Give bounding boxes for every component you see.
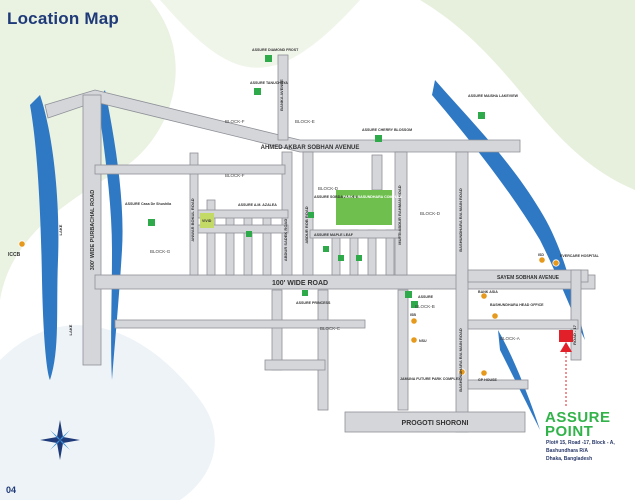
block-label: BLOCK-E bbox=[295, 119, 315, 124]
road-label-abdur-rob: ABDUR ROB ROAD bbox=[304, 206, 309, 243]
vivid-area bbox=[200, 213, 214, 228]
address-line-2: Bashundhara R/A bbox=[546, 448, 588, 454]
landmark-label: ISD bbox=[538, 253, 544, 257]
landmark-label: EVERCARE HOSPITAL bbox=[560, 254, 600, 258]
landmark-label: JAMUNA FUTURE PARK COMPLEX bbox=[400, 377, 461, 381]
road-label-100-wide: 100' WIDE ROAD bbox=[272, 280, 328, 287]
lake-west-2 bbox=[98, 90, 123, 380]
park-area bbox=[336, 190, 392, 225]
landmark-label: ASSURE MAPLE LEAF bbox=[314, 233, 354, 237]
landmark-label: NSU bbox=[419, 339, 427, 343]
landmark-label: ASSURE A.M. AZALEA bbox=[238, 203, 277, 207]
road-label-anwar-bokul: ANWAR BOKUL ROAD bbox=[190, 198, 195, 241]
road-label-abdur-sadek: ABDUR SADEK ROAD bbox=[283, 219, 288, 262]
address-line-1: Plot# 15, Road -17, Block - A, bbox=[546, 440, 615, 446]
lake-label-1: LAKE bbox=[58, 224, 63, 235]
block-label: BLOCK-B bbox=[415, 304, 435, 309]
compass-icon bbox=[40, 420, 80, 460]
road-label-saydm: SAYEM SOBHAN AVENUE bbox=[497, 275, 560, 281]
landmark-label: ISB bbox=[410, 313, 416, 317]
site-pin-triangle bbox=[560, 342, 572, 352]
landmark-label: ASSURE PRINCESS bbox=[296, 301, 331, 305]
page-number: 04 bbox=[6, 485, 17, 495]
lake-west bbox=[30, 95, 59, 380]
landmark-label: ICCB bbox=[8, 252, 21, 258]
block-label: BLOCK-D bbox=[420, 211, 441, 216]
road-label-bashundhara-main: BASHUNDHARA R/A MAIN ROAD bbox=[458, 188, 463, 252]
landmark-label: ASSURE CHERRY BLOSSOM bbox=[362, 128, 412, 132]
bg-swoosh bbox=[0, 325, 215, 500]
road-label-17: ROAD - 17 bbox=[572, 324, 577, 345]
road-label-mufti: MUFTI ABDUR RAHMAN ROAD bbox=[397, 185, 402, 245]
landmark-label: ASSURE bbox=[418, 295, 434, 299]
landmark-label: VIVID bbox=[202, 219, 212, 223]
road-label-progoti: PROGOTI SHORONI bbox=[402, 420, 469, 427]
block-label: BLOCK-F bbox=[225, 119, 245, 124]
brand-line-1: ASSURE bbox=[545, 409, 611, 426]
lake-label-2: LAKE bbox=[68, 324, 73, 335]
bg-wave bbox=[160, 0, 360, 68]
page-title: Location Map bbox=[7, 9, 119, 28]
road-label-banka: BANKA AVENUE bbox=[279, 79, 284, 111]
landmark-label: BANK ASIA bbox=[478, 290, 498, 294]
block-label: BLOCK-D bbox=[318, 186, 339, 191]
address-line-3: Dhaka, Bangladesh bbox=[546, 456, 593, 462]
road-label-ahmed-akbar: AHMED AKBAR SOBHAN AVENUE bbox=[261, 145, 360, 151]
brand-line-2: POINT bbox=[545, 423, 594, 440]
landmark-label: PARK & BASUNDHARA COMPLEX bbox=[343, 195, 403, 199]
lake-east bbox=[432, 80, 585, 340]
block-label: BLOCK-F bbox=[225, 173, 245, 178]
landmark-label: BASHUNDHARA HEAD OFFICE bbox=[490, 303, 544, 307]
bg-green-corner bbox=[420, 0, 635, 190]
block-label: BLOCK-C bbox=[320, 326, 341, 331]
landmark-label: ASSURE DIAMOND FROST bbox=[252, 48, 299, 52]
landmark-label: ASSURE MAISHA LAKEVIEW bbox=[468, 94, 519, 98]
landmark-label: ASSURE Casa De Shushila bbox=[125, 202, 172, 206]
road-label-purbachal: 300' WIDE PURBACHAL ROAD bbox=[90, 190, 96, 270]
landmark-label: GP HOUSE bbox=[478, 378, 498, 382]
block-label: BLOCK-A bbox=[500, 336, 520, 341]
road-label-bashundhara-main-2: BASHUNDHARA R/A MAIN ROAD bbox=[458, 328, 463, 392]
landmark-label: ASSURE TANUCHAYA bbox=[250, 81, 288, 85]
block-label: BLOCK-G bbox=[150, 249, 171, 254]
landmark-label: ASSURE SOBDAN NAGAR bbox=[314, 195, 360, 199]
site-marker bbox=[559, 330, 573, 342]
